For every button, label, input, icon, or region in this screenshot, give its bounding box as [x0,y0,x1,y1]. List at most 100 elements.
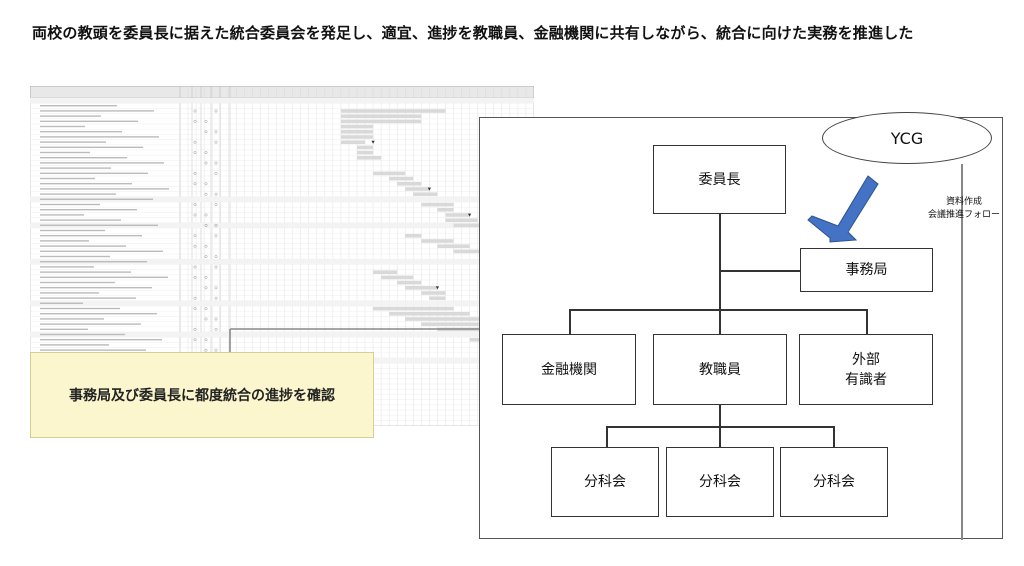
gantt-status-mark [204,307,208,310]
gantt-bar [381,275,414,280]
gantt-task-name [40,297,136,299]
gantt-task-name [40,177,95,180]
gantt-status-mark [214,234,218,238]
support-arrow-icon [807,175,879,243]
gantt-status-mark [214,140,218,144]
gantt-status-mark [204,317,208,321]
gantt-task-name [40,203,100,206]
gantt-task-name [40,110,154,112]
gantt-task-name [40,157,127,159]
gantt-status-mark [214,296,218,300]
gantt-status-mark [204,161,208,165]
gantt-bar [421,291,446,295]
gantt-task-name [40,281,115,284]
gantt-task-name [40,292,99,294]
ycg-label: YCG [890,128,924,148]
gantt-task-name [40,214,84,216]
gantt-task-name [40,302,83,304]
connector-member-mid [719,309,721,335]
gantt-task-name [40,245,126,247]
gantt-task-name [40,141,106,143]
page-title: 両校の教頭を委員長に据えた統合委員会を発足し、適宜、進捗を教職員、金融機関に共有… [32,24,914,42]
gantt-status-mark [214,203,218,206]
gantt-status-mark [193,338,197,342]
gantt-bar [445,218,478,222]
gantt-status-mark [193,140,197,144]
gantt-section-row [30,259,534,265]
gantt-bar [429,296,446,300]
gantt-status-mark [214,130,218,134]
gantt-bar [357,156,382,160]
gantt-bar [405,286,438,290]
gantt-status-mark [193,182,197,186]
gantt-section-row [30,222,534,228]
gantt-task-name [40,193,116,195]
gantt-status-mark [214,348,218,352]
gantt-section-row [30,300,534,306]
gantt-status-mark [204,338,208,342]
gantt-header [30,86,534,99]
gantt-status-mark [214,317,218,321]
gantt-status-mark [204,182,208,186]
gantt-status-mark [193,307,197,310]
gantt-status-mark [193,172,197,175]
gantt-task-name [40,255,110,258]
gantt-bar [437,244,470,248]
gantt-task-name [40,261,147,263]
subcommittee-box-3: 分科会 [780,447,888,517]
gantt-section-row [30,196,534,202]
gantt-task-name [40,183,132,185]
gantt-status-mark [204,224,208,227]
gantt-status-mark [204,130,208,134]
gantt-status-mark [204,348,208,352]
gantt-bar [389,176,414,181]
gantt-task-name [40,188,169,190]
gantt-bar [445,213,470,217]
gantt-task-name [40,198,153,200]
gantt-task-name [40,136,159,138]
gantt-bar [421,202,454,207]
gantt-task-name [40,287,152,289]
connector-members-bar [569,309,867,311]
gantt-section-row [30,98,534,104]
gantt-status-mark [214,328,218,331]
gantt-status-mark [214,255,218,258]
gantt-status-mark [214,161,218,165]
gantt-task-name [40,313,157,315]
gantt-status-mark [214,286,218,290]
member-box-faculty: 教職員 [653,334,787,405]
gantt-bar [389,312,470,316]
gantt-task-name [40,219,121,221]
gantt-status-mark [193,109,197,113]
callout-text: 事務局及び委員長に都度統合の進捗を確認 [69,388,335,404]
gantt-bar [340,140,366,144]
gantt-task-name [40,209,137,211]
gantt-task-name [40,235,142,237]
gantt-bar [421,322,502,326]
gantt-task-name [40,224,158,226]
gantt-status-mark [214,172,218,175]
subcommittee-box-1: 分科会 [551,447,659,517]
gantt-bar [405,234,422,238]
gantt-task-name [40,328,88,330]
gantt-status-mark [193,296,197,300]
gantt-status-mark [214,109,218,113]
gantt-bar [405,317,486,321]
gantt-bar [340,114,422,118]
gantt-status-mark [193,203,197,206]
gantt-status-mark [193,120,197,123]
gantt-status-mark [214,192,218,196]
gantt-task-name [40,333,125,336]
gantt-status-mark [204,286,208,290]
gantt-status-mark [193,234,197,238]
gantt-bar [405,187,430,191]
secretariat-box: 事務局 [800,248,933,292]
member-box-finance: 金融機関 [502,334,636,405]
gantt-bar [413,192,438,196]
gantt-bar [373,171,406,176]
gantt-task-name [40,349,146,351]
gantt-task-name [40,266,94,268]
connector-member-right [866,309,868,335]
gantt-bar [437,208,454,212]
gantt-bar [340,130,374,134]
